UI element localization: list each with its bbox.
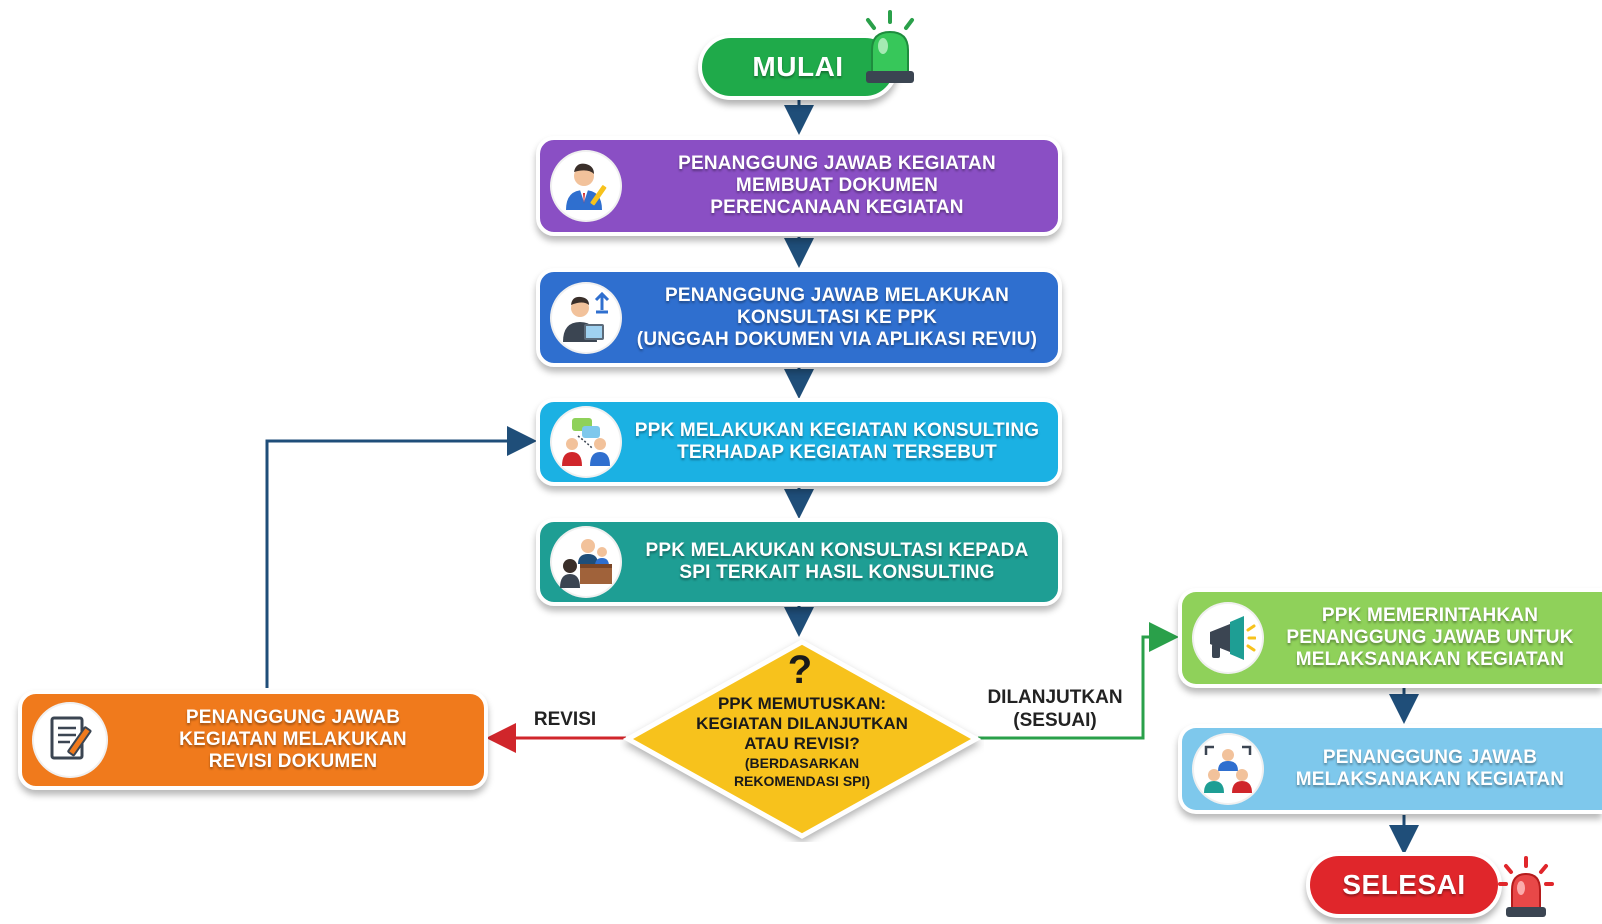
document-edit-icon xyxy=(32,702,108,778)
step-3-line-2: TERHADAP KEGIATAN TERSEBUT xyxy=(677,442,997,463)
right-step-1-line-2: PENANGGUNG JAWAB UNTUK xyxy=(1286,627,1574,648)
person-writing-icon xyxy=(550,150,622,222)
megaphone-icon xyxy=(1192,602,1264,674)
step-revise-document: PENANGGUNG JAWAB KEGIATAN MELAKUKAN REVI… xyxy=(18,690,488,790)
start-label: MULAI xyxy=(752,51,844,82)
decision-line-1: PPK MEMUTUSKAN: xyxy=(717,694,887,713)
step-4-line-2: SPI TERKAIT HASIL KONSULTING xyxy=(679,562,995,583)
meeting-desk-icon xyxy=(550,526,622,598)
revision-line-1: PENANGGUNG JAWAB xyxy=(185,707,401,728)
step-1-line-1: PENANGGUNG JAWAB KEGIATAN xyxy=(678,153,996,174)
edge-label-revisi: REVISI xyxy=(533,709,597,730)
arrow-decision-to-continue xyxy=(978,622,1179,740)
step-consult-spi: PPK MELAKUKAN KONSULTASI KEPADA SPI TERK… xyxy=(536,518,1062,606)
step-execute-activity: PENANGGUNG JAWAB MELAKSANAKAN KEGIATAN xyxy=(1178,724,1602,814)
step-2-line-1: PENANGGUNG JAWAB MELAKUKAN xyxy=(664,284,1010,306)
revision-line-3: REVISI DOKUMEN xyxy=(208,751,378,772)
red-siren-icon xyxy=(1498,856,1554,917)
right-step-1-text: PPK MEMERINTAHKAN PENANGGUNG JAWAB UNTUK… xyxy=(1264,605,1602,671)
decision-subline-2: REKOMENDASI SPI) xyxy=(733,773,871,789)
step-1-line-2: MEMBUAT DOKUMEN xyxy=(735,175,939,196)
step-ppk-consulting: PPK MELAKUKAN KEGIATAN KONSULTING TERHAD… xyxy=(536,398,1062,486)
edge-label-dilanjutkan-line-1: DILANJUTKAN xyxy=(987,687,1123,708)
step-1-text: PENANGGUNG JAWAB KEGIATAN MEMBUAT DOKUME… xyxy=(622,153,1058,219)
decision-subline-1: (BERDASARKAN xyxy=(744,755,860,771)
step-3-line-1: PPK MELAKUKAN KEGIATAN KONSULTING xyxy=(634,420,1040,441)
decision-text: PPK MEMUTUSKAN: KEGIATAN DILANJUTKAN ATA… xyxy=(662,694,942,790)
step-4-line-1: PPK MELAKUKAN KONSULTASI KEPADA xyxy=(645,540,1029,561)
team-icon xyxy=(1192,733,1264,805)
decision-line-2: KEGIATAN DILANJUTKAN xyxy=(696,714,908,733)
right-step-2-text: PENANGGUNG JAWAB MELAKSANAKAN KEGIATAN xyxy=(1264,747,1602,791)
decision-line-3: ATAU REVISI? xyxy=(744,734,860,753)
step-2-text: PENANGGUNG JAWAB MELAKUKAN KONSULTASI KE… xyxy=(622,285,1058,351)
decision-question-mark: ? xyxy=(787,648,813,692)
step-create-planning-document: PENANGGUNG JAWAB KEGIATAN MEMBUAT DOKUME… xyxy=(536,136,1062,236)
right-step-1-line-3: MELAKSANAKAN KEGIATAN xyxy=(1295,649,1565,670)
revision-text: PENANGGUNG JAWAB KEGIATAN MELAKUKAN REVI… xyxy=(108,707,484,773)
green-siren-icon xyxy=(866,10,914,83)
step-2-line-2: KONSULTASI KE PPK xyxy=(736,306,938,328)
step-2-line-3: (UNGGAH DOKUMEN VIA APLIKASI REVIU) xyxy=(636,328,1038,350)
revision-line-2: KEGIATAN MELAKUKAN xyxy=(179,729,407,750)
edge-label-dilanjutkan: DILANJUTKAN (SESUAI) xyxy=(975,686,1135,732)
decision-diamond xyxy=(622,639,982,839)
right-step-2-line-2: MELAKSANAKAN KEGIATAN xyxy=(1295,769,1565,790)
right-step-1-line-1: PPK MEMERINTAHKAN xyxy=(1321,605,1539,626)
step-1-line-3: PERENCANAAN KEGIATAN xyxy=(710,197,964,218)
end-terminal: SELESAI xyxy=(1306,852,1502,918)
step-4-text: PPK MELAKUKAN KONSULTASI KEPADA SPI TERK… xyxy=(622,540,1058,584)
person-upload-tablet-icon xyxy=(550,281,622,354)
step-consult-ppk: PENANGGUNG JAWAB MELAKUKAN KONSULTASI KE… xyxy=(536,268,1062,367)
end-label: SELESAI xyxy=(1342,869,1466,900)
consulting-people-icon xyxy=(550,406,622,478)
step-3-text: PPK MELAKUKAN KEGIATAN KONSULTING TERHAD… xyxy=(622,420,1058,464)
right-step-2-line-1: PENANGGUNG JAWAB xyxy=(1322,747,1538,768)
arrow-revision-loop-back xyxy=(265,426,537,688)
edge-label-dilanjutkan-line-2: (SESUAI) xyxy=(1013,710,1097,731)
step-ppk-orders-execution: PPK MEMERINTAHKAN PENANGGUNG JAWAB UNTUK… xyxy=(1178,588,1602,688)
